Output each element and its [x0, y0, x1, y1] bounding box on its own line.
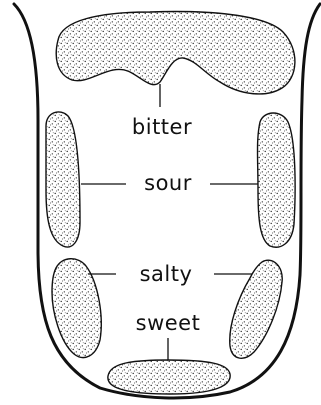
bitter-region	[56, 12, 295, 94]
sour-label: sour	[144, 171, 192, 195]
salty-region-right	[230, 260, 282, 358]
sweet-region	[108, 360, 230, 394]
sour-region-right	[258, 113, 296, 247]
sweet-label: sweet	[136, 311, 201, 335]
sour-region-left	[46, 112, 80, 247]
bitter-label: bitter	[132, 115, 192, 139]
salty-label: salty	[140, 262, 193, 286]
